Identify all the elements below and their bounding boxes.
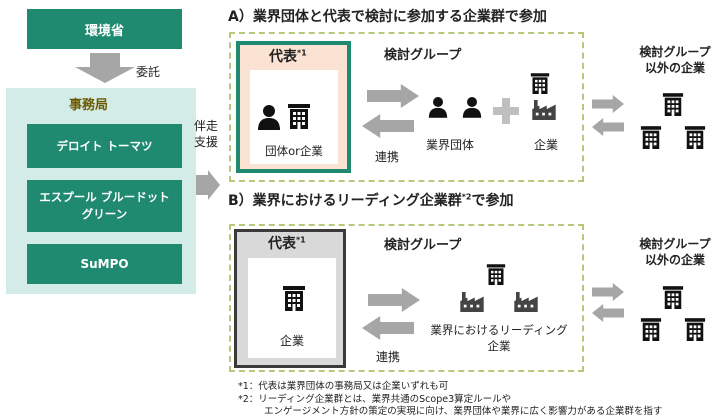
member-sumpo: SuMPO bbox=[27, 244, 182, 284]
rep-mark: *1 bbox=[297, 48, 307, 58]
section-b-group-frame bbox=[229, 224, 584, 372]
section-a-title: A）業界団体と代表で検討に参加する企業群で参加 bbox=[228, 9, 547, 25]
arrow-left-icon bbox=[362, 114, 414, 138]
arrow-right-icon bbox=[196, 170, 220, 200]
section-b-title: B）業界におけるリーディング企業群*2で参加 bbox=[228, 192, 514, 209]
arrow-left-icon bbox=[592, 304, 624, 322]
member-espool: エスプール ブルードット グリーン bbox=[27, 180, 182, 232]
section-b-rep-entity: 企業 bbox=[279, 334, 304, 348]
person-icon bbox=[462, 96, 482, 118]
factory-icon bbox=[460, 292, 484, 312]
building-icon bbox=[282, 286, 306, 312]
footnote-2: *2：リーディング企業群とは、業界共通のScope3算定ルールや bbox=[238, 394, 512, 405]
section-a-rep-label: 代表*1 bbox=[269, 48, 307, 65]
section-a-coop-label: 連携 bbox=[375, 150, 400, 164]
section-a-group-label: 検討グループ bbox=[384, 48, 462, 63]
section-a-group-frame bbox=[229, 32, 584, 182]
section-b-group-label: 検討グループ bbox=[384, 238, 462, 253]
arrow-right-icon bbox=[592, 95, 624, 113]
footnote-1: *1：代表は業界団体の事務局又は企業いずれも可 bbox=[238, 381, 449, 392]
building-icon bbox=[684, 126, 706, 150]
arrow-left-icon bbox=[362, 316, 414, 340]
section-b-rep-label: 代表*1 bbox=[268, 235, 306, 252]
member-deloitte: デロイト トーマツ bbox=[27, 124, 182, 168]
building-icon bbox=[684, 318, 706, 342]
building-icon bbox=[530, 73, 550, 95]
ministry-box: 環境省 bbox=[27, 9, 182, 49]
title-mark: *2 bbox=[461, 192, 472, 202]
plus-icon bbox=[493, 98, 519, 124]
arrow-right-icon bbox=[368, 288, 420, 312]
building-icon bbox=[662, 286, 684, 310]
ministry-label: 環境省 bbox=[84, 23, 124, 39]
factory-icon bbox=[532, 100, 556, 120]
delegation-label: 委託 bbox=[136, 65, 161, 79]
building-icon bbox=[486, 264, 506, 286]
section-b-outside-label: 検討グループ 以外の企業 bbox=[639, 237, 711, 267]
section-a-assoc-label: 業界団体 bbox=[426, 138, 475, 152]
arrow-down-icon bbox=[75, 53, 135, 83]
secretariat-label: 事務局 bbox=[69, 98, 109, 113]
rep-mark: *1 bbox=[296, 235, 306, 245]
member-deloitte-label: デロイト トーマツ bbox=[56, 139, 153, 153]
section-b-coop-label: 連携 bbox=[376, 350, 401, 364]
factory-icon bbox=[514, 292, 538, 312]
member-sumpo-label: SuMPO bbox=[80, 257, 129, 271]
building-icon bbox=[640, 318, 662, 342]
section-a-rep-entity: 団体or企業 bbox=[265, 144, 323, 158]
building-icon bbox=[287, 104, 311, 130]
arrow-right-icon bbox=[367, 84, 419, 108]
support-label: 伴走 支援 bbox=[193, 119, 218, 149]
person-icon bbox=[428, 96, 448, 118]
person-icon bbox=[257, 104, 281, 130]
section-a-company-label: 企業 bbox=[534, 138, 559, 152]
arrow-left-icon bbox=[592, 118, 624, 136]
member-espool-label: エスプール ブルードット グリーン bbox=[39, 190, 170, 221]
section-b-leading-label: 業界におけるリーディング 企業 bbox=[430, 323, 568, 353]
footnote-3: エンゲージメント方針の策定の実現に向け、業界団体や業界に広く影響力がある企業群を… bbox=[264, 406, 663, 417]
building-icon bbox=[662, 93, 684, 117]
building-icon bbox=[640, 126, 662, 150]
section-a-outside-label: 検討グループ 以外の企業 bbox=[639, 45, 711, 75]
arrow-right-icon bbox=[592, 283, 624, 301]
